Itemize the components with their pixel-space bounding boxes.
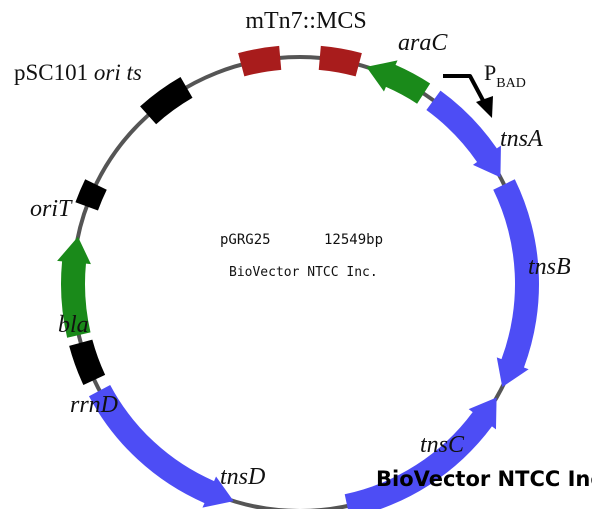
- tnsb-label: tnsB: [528, 254, 571, 280]
- mcs-label: mTn7::MCS: [245, 8, 366, 34]
- arac-label: araC: [398, 30, 448, 56]
- orit-label: oriT: [30, 196, 73, 222]
- center-credit: BioVector NTCC Inc.: [229, 265, 378, 280]
- promoter-label: PBAD: [484, 60, 526, 91]
- watermark: BioVector NTCC Inc.: [376, 467, 592, 491]
- arac-gene-arrow: [366, 60, 431, 104]
- tnsa-gene-arrow: [426, 90, 501, 178]
- plasmid-name: pGRG25: [220, 232, 271, 248]
- rrnd-label: rrnD: [70, 392, 118, 418]
- rrnd-element: [69, 339, 106, 386]
- ori-ts-element: [140, 77, 193, 125]
- orit-element: [75, 179, 107, 211]
- mcs-site-right: [318, 45, 362, 77]
- promoter-arrow: [443, 74, 493, 118]
- tnsd-gene-arrow: [88, 384, 234, 508]
- mcs-site-left: [238, 45, 282, 77]
- bla-label: bla: [58, 312, 89, 338]
- bla-gene-arrow: [57, 236, 91, 338]
- tnsc-label: tnsC: [420, 432, 465, 458]
- tnsd-label: tnsD: [220, 464, 265, 490]
- tnsa-label: tnsA: [500, 126, 543, 152]
- plasmid-size: 12549bp: [324, 232, 383, 248]
- tnsc-gene-arrow: [344, 397, 497, 509]
- ori-label: pSC101 ori ts: [14, 60, 142, 85]
- tnsb-gene-arrow: [493, 179, 540, 388]
